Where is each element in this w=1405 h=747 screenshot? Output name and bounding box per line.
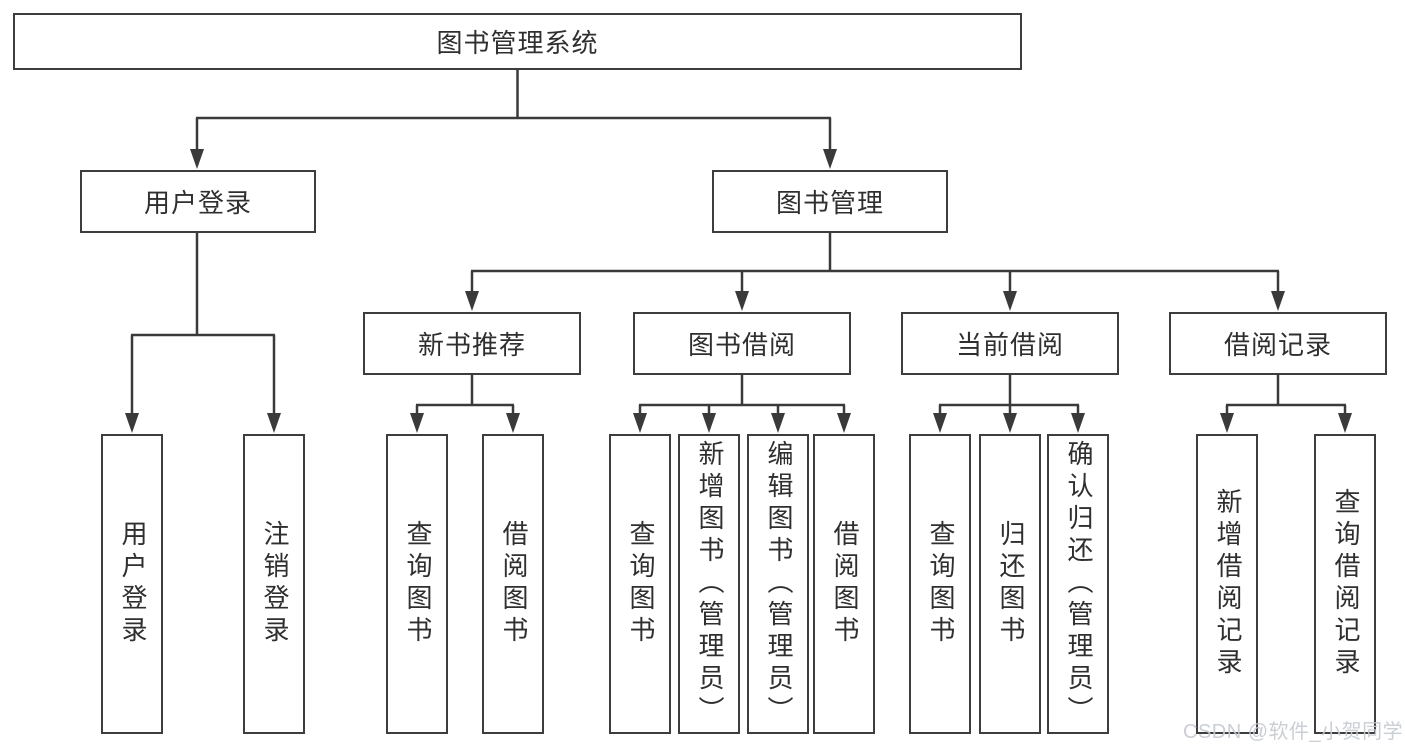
node-label: 借阅图书 [829, 520, 860, 648]
leaf-query-books-recommend: 查询图书 [386, 434, 448, 734]
node-current-borrow: 当前借阅 [901, 312, 1119, 375]
node-label: 查询图书 [625, 520, 656, 648]
node-label: 查询图书 [402, 520, 433, 648]
leaf-query-borrow-record: 查询借阅记录 [1314, 434, 1376, 734]
leaf-confirm-return-admin: 确认归还（管理员） [1047, 434, 1109, 734]
node-label: 新增图书（管理员） [694, 440, 725, 728]
node-book-management: 图书管理 [712, 170, 948, 233]
node-label: 确认归还（管理员） [1063, 440, 1094, 728]
leaf-query-books-borrow: 查询图书 [609, 434, 671, 734]
node-borrow-records: 借阅记录 [1169, 312, 1387, 375]
node-label: 注销登录 [259, 520, 290, 648]
node-label: 新书推荐 [417, 330, 526, 360]
node-label: 图书借阅 [687, 330, 796, 360]
leaf-edit-book-admin: 编辑图书（管理员） [747, 434, 809, 734]
leaf-borrow-books-recommend: 借阅图书 [482, 434, 544, 734]
node-label: 图书管理 [775, 188, 884, 218]
node-label: 借阅图书 [498, 520, 529, 648]
leaf-logout: 注销登录 [243, 434, 305, 734]
node-label: 查询图书 [925, 520, 956, 648]
node-label: 图书管理系统 [436, 28, 599, 58]
node-label: 用户登录 [143, 188, 252, 218]
leaf-borrow-books: 借阅图书 [813, 434, 875, 734]
leaf-add-book-admin: 新增图书（管理员） [678, 434, 740, 734]
node-label: 归还图书 [995, 520, 1026, 648]
node-label: 借阅记录 [1223, 330, 1332, 360]
node-label: 新增借阅记录 [1212, 488, 1243, 680]
node-label: 编辑图书（管理员） [763, 440, 794, 728]
node-user-login: 用户登录 [80, 170, 316, 233]
node-label: 当前借阅 [955, 330, 1064, 360]
node-label: 用户登录 [117, 520, 148, 648]
node-book-borrow: 图书借阅 [633, 312, 851, 375]
leaf-add-borrow-record: 新增借阅记录 [1196, 434, 1258, 734]
leaf-query-books-current: 查询图书 [909, 434, 971, 734]
leaf-return-books: 归还图书 [979, 434, 1041, 734]
leaf-user-login: 用户登录 [101, 434, 163, 734]
node-new-book-recommend: 新书推荐 [363, 312, 581, 375]
csdn-watermark: CSDN @软件_小贺同学 [1183, 721, 1404, 743]
node-library-management-system: 图书管理系统 [13, 13, 1022, 70]
node-label: 查询借阅记录 [1330, 488, 1361, 680]
